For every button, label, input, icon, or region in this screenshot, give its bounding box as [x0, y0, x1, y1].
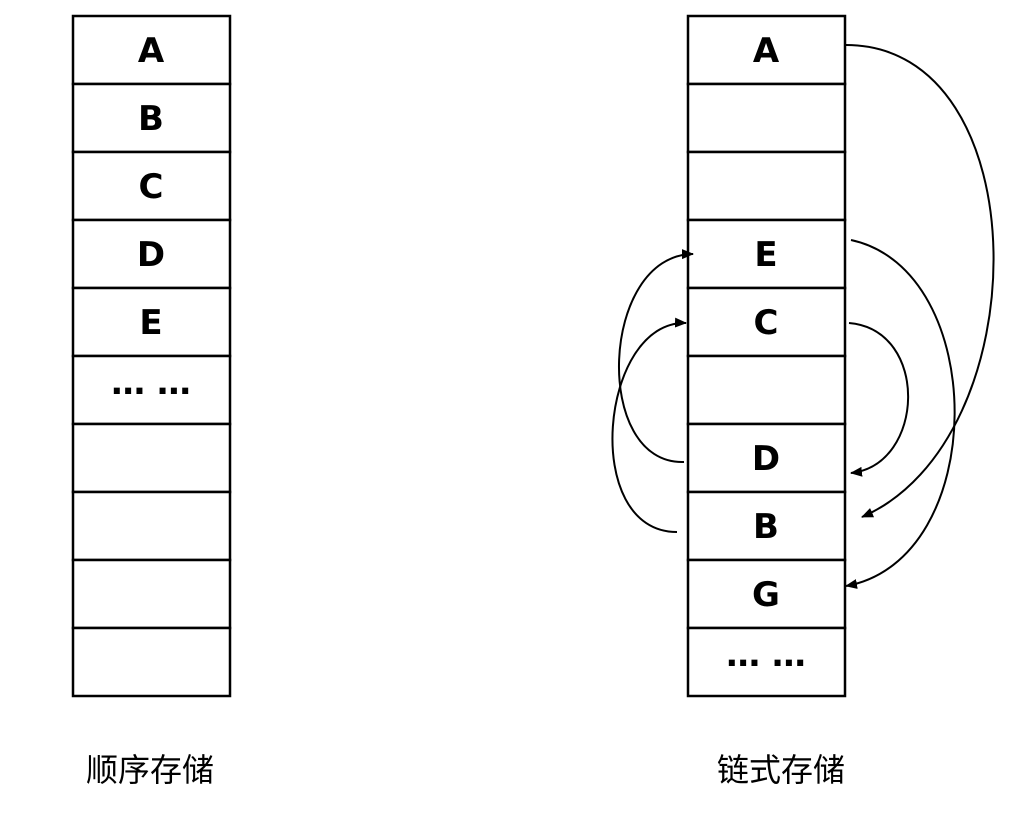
- seq-cell-2: C: [71, 150, 232, 222]
- link-cell-label: D: [752, 439, 780, 479]
- link-cell-0: A: [686, 14, 847, 86]
- arrow-a-to-b: [845, 44, 995, 518]
- link-cell-8: G: [686, 558, 847, 630]
- link-cell-4: C: [686, 286, 847, 358]
- link-cell-label: … …: [726, 635, 806, 675]
- link-arrows: [611, 44, 995, 589]
- seq-cell-1: B: [71, 82, 232, 154]
- link-cell-7: B: [686, 490, 847, 562]
- seq-cell-label: B: [138, 99, 164, 139]
- link-cell-3: E: [686, 218, 847, 290]
- arrow-b-to-c: [611, 317, 687, 533]
- link-cell-label: B: [753, 507, 779, 547]
- link-cell-2: [686, 150, 847, 222]
- arrow-c-to-d: [848, 322, 910, 477]
- link-cell-label: A: [753, 31, 780, 71]
- link-cell-label: G: [752, 575, 780, 615]
- link-cell-label: C: [754, 303, 779, 343]
- seq-cell-0: A: [71, 14, 232, 86]
- link-cell-9: … …: [686, 626, 847, 698]
- link-cell-6: D: [686, 422, 847, 494]
- seq-cell-label: … …: [111, 363, 191, 403]
- sequential-storage: A B C D E … … 顺序存储: [71, 14, 232, 789]
- sequential-caption: 顺序存储: [86, 751, 214, 789]
- link-cell-5: [686, 354, 847, 426]
- seq-cell-7: [71, 490, 232, 562]
- arrow-e-to-g: [845, 239, 956, 589]
- seq-cell-8: [71, 558, 232, 630]
- seq-cell-5: … …: [71, 354, 232, 426]
- seq-cell-label: A: [138, 31, 165, 71]
- arrow-d-to-e: [618, 249, 694, 464]
- seq-cell-3: D: [71, 218, 232, 290]
- seq-cell-6: [71, 422, 232, 494]
- linked-storage: A E C D B G … … 链式存储: [686, 14, 847, 789]
- link-cell-1: [686, 82, 847, 154]
- link-cell-label: E: [754, 235, 777, 275]
- seq-cell-4: E: [71, 286, 232, 358]
- seq-cell-9: [71, 626, 232, 698]
- seq-cell-label: C: [139, 167, 164, 207]
- linked-caption: 链式存储: [717, 751, 845, 789]
- seq-cell-label: E: [139, 303, 162, 343]
- seq-cell-label: D: [137, 235, 165, 275]
